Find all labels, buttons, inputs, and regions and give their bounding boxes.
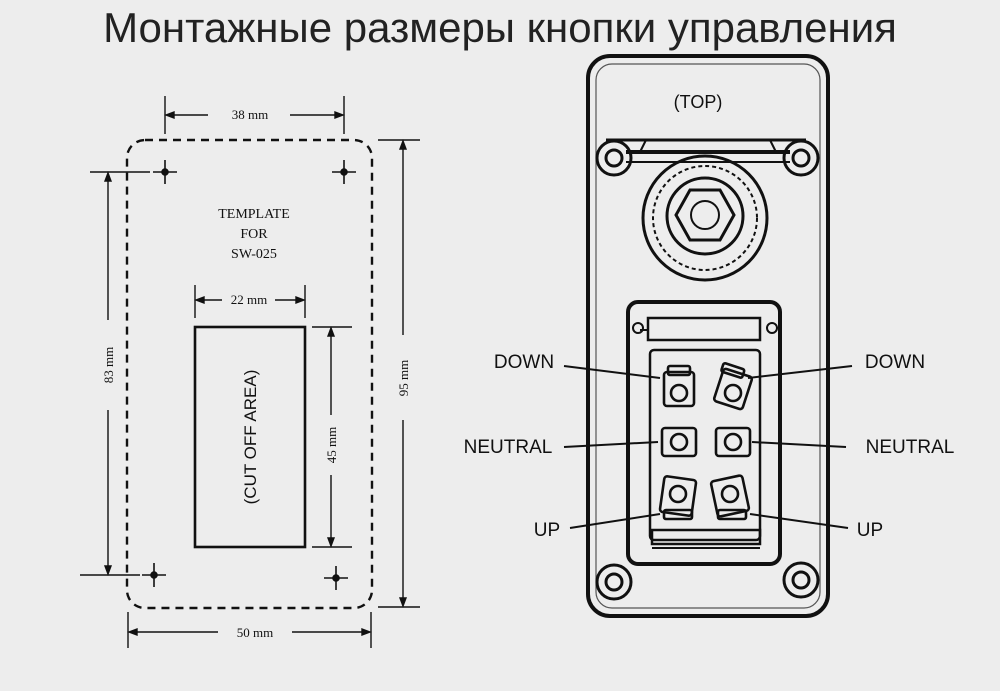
dim-95mm	[378, 139, 420, 608]
cut-off-area	[193, 325, 307, 549]
mount-hole-bottom-right	[324, 566, 348, 590]
screw-top-left	[595, 139, 633, 177]
mount-hole-bottom-left	[142, 563, 166, 587]
terminal-up-right	[709, 474, 751, 521]
dim-22mm-label: 22 mm	[231, 292, 267, 307]
label-neutral-right: NEUTRAL	[866, 437, 955, 458]
leader-lines	[563, 365, 853, 529]
screw-top-right	[782, 139, 820, 177]
label-down-right: DOWN	[865, 352, 925, 373]
page-title: Монтажные размеры кнопки управления	[103, 4, 897, 51]
terminal-down-right	[712, 362, 754, 411]
dim-50mm-label: 50 mm	[237, 625, 273, 640]
dim-22mm	[194, 285, 306, 318]
dim-45mm-label: 45 mm	[324, 427, 339, 463]
terminal-up-left	[658, 475, 698, 521]
terminal-down-left	[662, 364, 696, 408]
cable-gland	[641, 154, 769, 282]
mount-hole-marks	[142, 160, 356, 590]
terminal-neutral-right	[714, 426, 752, 458]
template-label-line1: TEMPLATE	[218, 207, 290, 222]
mount-hole-top-right	[332, 160, 356, 184]
label-up-left: UP	[534, 520, 560, 541]
dim-83mm-label: 83 mm	[101, 347, 116, 383]
terminal-neutral-left	[660, 426, 698, 458]
dim-83mm	[80, 171, 150, 576]
template-outline	[125, 138, 374, 610]
cut-off-area-label: (CUT OFF AREA)	[241, 370, 260, 505]
screw-bottom-left	[595, 563, 633, 601]
label-up-right: UP	[857, 520, 883, 541]
dim-38mm-label: 38 mm	[232, 107, 268, 122]
template-label-line3: SW-025	[231, 247, 277, 262]
screw-bottom-right	[782, 561, 820, 599]
top-label: (TOP)	[674, 92, 723, 112]
mounting-template	[80, 96, 420, 648]
mount-hole-top-left	[153, 160, 177, 184]
template-label-line2: FOR	[240, 227, 268, 242]
device-housing	[586, 54, 830, 618]
label-neutral-left: NEUTRAL	[464, 437, 553, 458]
label-down-left: DOWN	[494, 352, 554, 373]
dim-95mm-label: 95 mm	[396, 360, 411, 396]
switch-panel	[626, 300, 782, 566]
control-button-device	[563, 54, 853, 618]
dim-38mm	[164, 96, 345, 134]
dim-45mm	[312, 326, 352, 548]
dim-50mm	[127, 612, 372, 648]
